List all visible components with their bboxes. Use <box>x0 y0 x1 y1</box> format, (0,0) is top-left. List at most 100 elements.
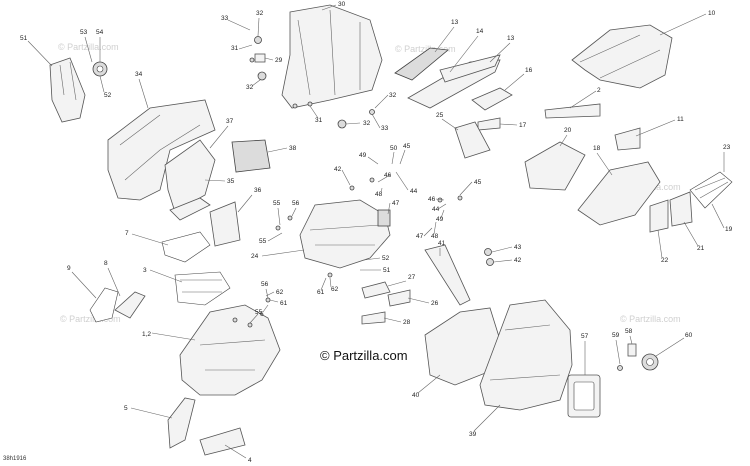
callout-56: 56 <box>261 281 269 288</box>
callout-48: 48 <box>431 233 439 240</box>
part-washer <box>257 71 267 81</box>
callout-4: 4 <box>248 457 252 464</box>
part-trim-strip <box>439 54 501 83</box>
callout-48: 48 <box>375 191 383 198</box>
part-screw <box>232 317 238 323</box>
callout-55: 55 <box>255 309 263 316</box>
callout-43: 43 <box>514 244 522 251</box>
callout-45: 45 <box>474 179 482 186</box>
part-windshield <box>281 4 383 109</box>
callout-37: 37 <box>226 118 234 125</box>
callout-3: 3 <box>143 267 147 274</box>
part-clip <box>361 281 391 299</box>
part-fastener <box>484 248 492 256</box>
callout-49: 49 <box>359 152 367 159</box>
part-washer <box>254 36 262 44</box>
callout-26: 26 <box>431 300 439 307</box>
callout-55: 55 <box>273 200 281 207</box>
callout-21: 21 <box>697 245 705 252</box>
part-panel-piece <box>649 199 669 233</box>
callout-33: 33 <box>381 125 389 132</box>
callout-31: 31 <box>315 117 323 124</box>
part-mirror-housing <box>49 57 86 123</box>
callout-47: 47 <box>416 233 424 240</box>
part-front-nose <box>179 304 281 396</box>
part-screw <box>437 197 443 203</box>
part-screw <box>369 109 375 115</box>
part-panel-piece <box>669 191 693 227</box>
callout-20: 20 <box>564 127 572 134</box>
callout-13: 13 <box>451 19 459 26</box>
callout-6: 6 <box>260 311 264 318</box>
callout-41: 41 <box>438 240 446 247</box>
callout-25: 25 <box>436 112 444 119</box>
callout-34: 34 <box>135 71 143 78</box>
part-screw <box>292 103 298 109</box>
part-spoiler <box>199 427 246 456</box>
callout-36: 36 <box>254 187 262 194</box>
part-clip <box>627 343 637 357</box>
part-screw <box>287 215 293 221</box>
callout-30: 30 <box>338 1 346 8</box>
callout-1-2: 1,2 <box>142 331 151 338</box>
part-clip <box>387 289 411 307</box>
part-clip <box>361 311 386 325</box>
part-screw <box>349 185 355 191</box>
callout-33: 33 <box>221 15 229 22</box>
callout-45: 45 <box>403 143 411 150</box>
callout-8: 8 <box>104 260 108 267</box>
callout-51: 51 <box>20 35 28 42</box>
callout-11: 11 <box>677 116 684 123</box>
callout-7: 7 <box>125 230 129 237</box>
part-screw <box>275 225 281 231</box>
part-mesh-grille <box>161 231 211 263</box>
part-vent-grille <box>394 47 449 81</box>
part-side-trim <box>164 139 216 213</box>
part-long-strip <box>424 244 471 306</box>
callout-55: 55 <box>259 238 267 245</box>
callout-27: 27 <box>408 274 416 281</box>
callout-32: 32 <box>363 120 371 127</box>
callout-24: 24 <box>251 253 259 260</box>
callout-2: 2 <box>597 87 601 94</box>
callout-28: 28 <box>403 319 411 326</box>
part-side-trim <box>209 201 241 247</box>
callout-10: 10 <box>708 10 716 17</box>
part-cover <box>614 127 641 151</box>
callout-57: 57 <box>581 333 589 340</box>
part-screw <box>265 297 271 303</box>
callout-17: 17 <box>519 122 527 129</box>
callout-9: 9 <box>67 265 71 272</box>
part-upper-side-panel <box>107 99 216 201</box>
callout-62: 62 <box>276 289 284 296</box>
callout-61: 61 <box>317 289 325 296</box>
callout-13: 13 <box>507 35 515 42</box>
part-washer <box>337 119 347 129</box>
callout-58: 58 <box>625 328 633 335</box>
callout-44: 44 <box>410 188 418 195</box>
callout-52: 52 <box>104 92 112 99</box>
part-bracket <box>377 209 391 227</box>
part-cover-box <box>231 139 271 173</box>
callout-54: 54 <box>96 29 104 36</box>
part-side-panel <box>577 161 661 226</box>
callout-61: 61 <box>280 300 288 307</box>
part-large-fairing <box>479 299 573 411</box>
watermark: © Partzilla.com <box>58 42 119 52</box>
callout-5: 5 <box>124 405 128 412</box>
part-screw <box>327 272 333 278</box>
callout-32: 32 <box>256 10 264 17</box>
part-mesh-grille <box>174 271 231 306</box>
callout-38: 38 <box>289 145 297 152</box>
part-bracket <box>169 197 211 221</box>
callout-32: 32 <box>246 84 254 91</box>
part-screw <box>617 365 623 371</box>
callout-40: 40 <box>412 392 420 399</box>
callout-42: 42 <box>334 166 342 173</box>
callout-39: 39 <box>469 431 477 438</box>
part-mesh-grille <box>89 287 119 323</box>
callout-60: 60 <box>685 332 693 339</box>
watermark: © Partzilla.com <box>620 314 681 324</box>
